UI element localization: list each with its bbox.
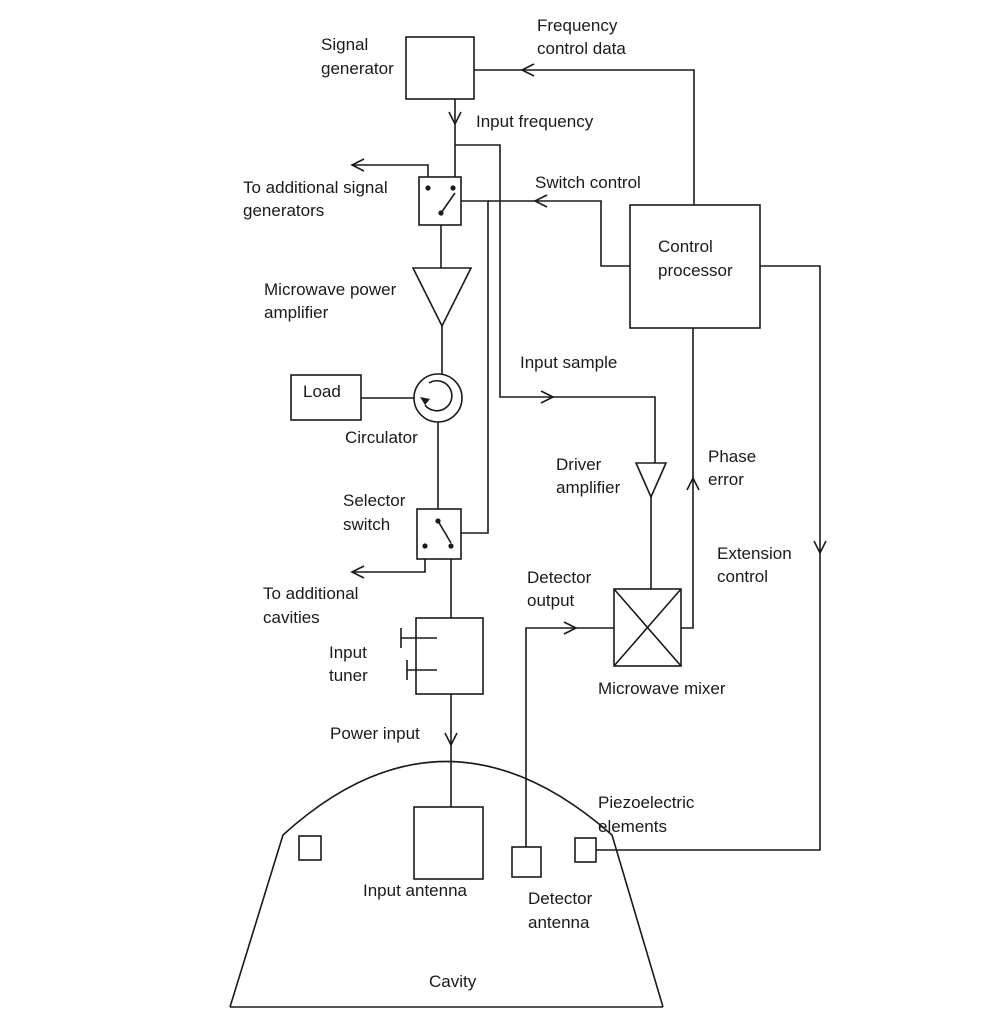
circulator-symbol <box>413 373 463 423</box>
microwave-power-amplifier-label: Microwave power amplifier <box>264 280 401 322</box>
to-additional-signal-generators-label: To additional signal generators <box>243 178 392 220</box>
arrow-frequency-control <box>520 63 535 77</box>
control-processor-box <box>629 204 761 329</box>
detector-antenna-box <box>511 846 542 878</box>
extension-control-label: Extension control <box>717 544 796 586</box>
arrow-switch-control <box>533 194 548 208</box>
input-antenna-label: Input antenna <box>363 881 468 900</box>
piezoelectric-elements-label: Piezoelectric elements <box>598 793 699 836</box>
piezoelectric-element-left <box>298 835 322 861</box>
load-label: Load <box>303 382 341 401</box>
input-tuner-label: Input tuner <box>329 643 372 685</box>
cavity-label: Cavity <box>429 972 477 991</box>
microwave-mixer-label: Microwave mixer <box>598 679 726 698</box>
power-amplifier-symbol <box>411 267 473 328</box>
selector-switch-symbol <box>416 508 462 560</box>
phase-error-label: Phase error <box>708 447 761 489</box>
signal-switch <box>418 176 462 226</box>
frequency-control-data-label: Frequency control data <box>537 16 626 58</box>
signal-generator-box <box>405 36 475 100</box>
arrow-phase-error <box>686 476 700 491</box>
driver-amplifier-label: Driver amplifier <box>556 455 621 497</box>
switch-control-label: Switch control <box>535 173 641 192</box>
input-tuner-symbol <box>400 617 484 695</box>
input-sample-label: Input sample <box>520 353 617 372</box>
arrow-power-input <box>444 732 458 747</box>
detector-output-label: Detector output <box>527 568 596 610</box>
to-additional-cavities-label: To additional cavities <box>263 584 363 627</box>
signal-generator-label: Signal generator <box>321 35 394 78</box>
cavity-outline <box>229 760 664 1008</box>
control-processor-label: Control processor <box>658 237 733 280</box>
detector-antenna-label: Detector antenna <box>528 889 597 932</box>
arrow-to-cavities <box>350 565 365 579</box>
power-input-label: Power input <box>330 724 420 743</box>
input-frequency-label: Input frequency <box>476 112 594 131</box>
selector-switch-label: Selector switch <box>343 491 410 534</box>
arrow-input-frequency <box>448 111 462 126</box>
signal-lines <box>352 69 821 851</box>
arrowheads <box>350 63 827 747</box>
microwave-mixer-symbol <box>613 588 682 667</box>
arrow-input-sample <box>540 390 555 404</box>
input-antenna-box <box>413 806 484 880</box>
arrow-to-generators <box>350 158 365 172</box>
arrow-detector-output <box>563 621 578 635</box>
circulator-label: Circulator <box>345 428 418 447</box>
piezoelectric-element-right <box>574 837 597 863</box>
arrow-extension-control <box>813 540 827 555</box>
driver-amplifier-symbol <box>634 462 668 499</box>
